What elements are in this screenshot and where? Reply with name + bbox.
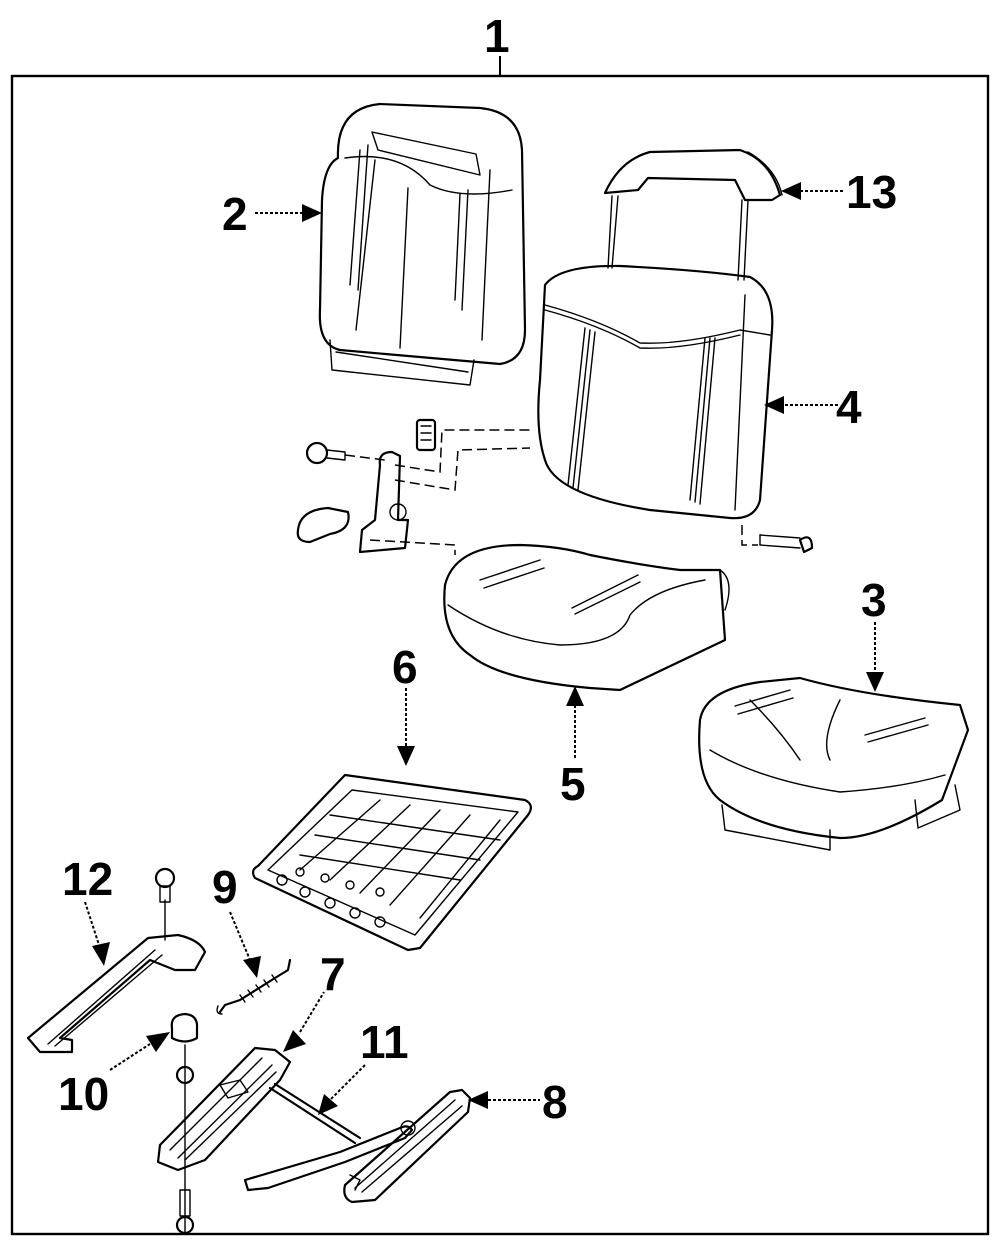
- leader-line-12: [84, 901, 101, 949]
- part-seat-adjuster-inner[interactable]: [156, 1046, 292, 1172]
- callout-7[interactable]: 7: [320, 948, 346, 1000]
- arrow-8: [468, 1091, 488, 1109]
- arrow-4: [764, 396, 784, 414]
- arrow-11: [318, 1094, 338, 1115]
- callout-11[interactable]: 11: [360, 1016, 409, 1068]
- callout-1[interactable]: 1: [484, 10, 510, 62]
- arrow-13: [781, 182, 801, 200]
- part-seat-back-cover[interactable]: [318, 102, 527, 386]
- arrow-10: [146, 1032, 170, 1052]
- assembly-frame: [10, 74, 990, 1236]
- part-track-cover[interactable]: [26, 867, 207, 1054]
- arrow-3: [866, 672, 884, 692]
- arrow-12: [92, 942, 110, 966]
- callout-13[interactable]: 13: [846, 166, 897, 218]
- callout-4[interactable]: 4: [836, 381, 862, 433]
- part-bumper[interactable]: [170, 1012, 199, 1235]
- part-seat-adjuster-outer[interactable]: [343, 1088, 472, 1204]
- callout-9[interactable]: 9: [212, 861, 238, 913]
- part-seat-back[interactable]: [537, 264, 774, 520]
- callout-2[interactable]: 2: [222, 188, 248, 240]
- arrow-5: [566, 686, 584, 706]
- part-seat-cushion-cover[interactable]: [698, 676, 970, 851]
- leader-line-10: [109, 1043, 151, 1071]
- arrow-9: [243, 956, 261, 978]
- part-headrest[interactable]: [603, 148, 783, 281]
- arrow-7: [283, 1030, 306, 1052]
- part-seat-cushion[interactable]: [443, 543, 730, 692]
- callout-8[interactable]: 8: [542, 1076, 568, 1128]
- callout-5[interactable]: 5: [560, 758, 586, 810]
- callout-12[interactable]: 12: [62, 853, 113, 905]
- leader-line-11: [329, 1064, 366, 1101]
- arrow-2: [302, 204, 322, 222]
- callout-6[interactable]: 6: [392, 641, 418, 693]
- callout-3[interactable]: 3: [861, 574, 887, 626]
- callout-10[interactable]: 10: [58, 1068, 109, 1120]
- part-cushion-frame[interactable]: [251, 773, 532, 952]
- arrow-6: [397, 746, 415, 766]
- part-spring[interactable]: [216, 958, 292, 1015]
- leader-line-7: [299, 991, 325, 1033]
- part-recliner-hardware[interactable]: [296, 418, 814, 555]
- leader-line-9: [229, 911, 251, 961]
